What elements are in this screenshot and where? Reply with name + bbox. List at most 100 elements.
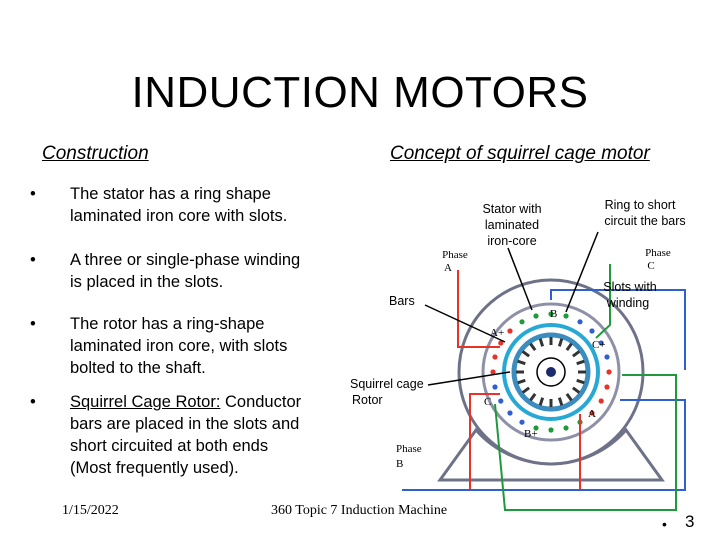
- stator-slots: [490, 311, 612, 433]
- bullet-line: short circuited at both ends: [70, 437, 269, 455]
- phase-a-wire: [457, 270, 500, 348]
- stator-slot: [548, 427, 554, 433]
- stator-slot: [606, 369, 612, 375]
- bullet-line: The rotor has a ring-shape: [70, 315, 265, 333]
- bullet-line: laminated iron core, with slots: [70, 337, 288, 355]
- rotor-bar: [565, 342, 573, 352]
- terminal-c-label: C: [484, 396, 491, 408]
- rotor-core: [511, 332, 591, 412]
- stator-slot: [498, 340, 504, 346]
- rotor-bar: [571, 350, 581, 358]
- bullet-line: A three or single-phase winding: [70, 251, 301, 269]
- stator-slot: [598, 340, 604, 346]
- shaft-center: [546, 367, 556, 377]
- footer-title: 360 Topic 7 Induction Machine: [271, 503, 448, 518]
- bullet-line: The stator has a ring shape: [70, 185, 271, 203]
- rotor-bar: [557, 397, 564, 406]
- rotor-bar: [538, 397, 545, 406]
- rotor-bar: [571, 386, 581, 394]
- rotor-bar: [521, 386, 531, 394]
- stator-slot: [507, 328, 513, 334]
- bullet-line: Conductor: [220, 393, 302, 411]
- stator-slot: [563, 425, 569, 431]
- terminal-a-label: A: [588, 408, 596, 420]
- terminal-c-plus-label: C+: [592, 339, 606, 351]
- bullet-line: bars are placed in the slots and: [70, 415, 300, 433]
- stator-slot: [589, 410, 595, 416]
- stator-slot: [519, 419, 525, 425]
- bullet-rotor: • The rotor has a ring-shape laminated i…: [30, 313, 288, 379]
- phase-c-return-wire: [494, 374, 677, 511]
- stator-slot: [589, 328, 595, 334]
- construction-heading: Construction: [42, 143, 149, 164]
- bars-pointer: [424, 304, 506, 343]
- short-circuit-ring: [502, 323, 600, 421]
- bullet-marker: •: [30, 315, 36, 333]
- stator-slot: [533, 425, 539, 431]
- stator-slot: [598, 398, 604, 404]
- rotor-bar: [576, 378, 585, 385]
- stator-slot: [498, 398, 504, 404]
- bullet-line: (Most frequently used).: [70, 459, 239, 477]
- rotor-bar: [549, 399, 553, 407]
- rotor-bar: [565, 392, 573, 402]
- rotor-pointer: [427, 371, 511, 386]
- stator-slot: [490, 369, 496, 375]
- stator-pointer: [507, 247, 533, 311]
- stator-core-ring: [481, 302, 621, 442]
- stator-slot: [507, 410, 513, 416]
- phase-b-upper-wire: [550, 289, 686, 370]
- rotor-bar: [521, 350, 531, 358]
- stator-slot: [492, 354, 498, 360]
- terminal-b-plus-label: B+: [524, 428, 538, 440]
- stator-slot: [577, 319, 583, 325]
- bullet-stator: • The stator has a ring shape laminated …: [30, 183, 288, 227]
- terminal-b-label: B: [550, 308, 557, 320]
- bullet-winding: • A three or single-phase winding is pla…: [30, 249, 301, 293]
- rotor-bar: [517, 359, 526, 366]
- squirrel-cage-term: Squirrel Cage Rotor:: [70, 393, 221, 411]
- stator-slot: [519, 319, 525, 325]
- stator-slot: [533, 313, 539, 319]
- stator-slot: [604, 354, 610, 360]
- rotor-bar: [549, 337, 553, 345]
- ring-pointer: [565, 231, 599, 313]
- bullet-line: is placed in the slots.: [70, 273, 224, 291]
- stator-slot: [604, 384, 610, 390]
- bullet-line: laminated iron core with slots.: [70, 207, 288, 225]
- bullet-marker: •: [30, 393, 36, 411]
- rotor-bar: [557, 338, 564, 347]
- stator-slot: [492, 384, 498, 390]
- rotor-bar: [529, 392, 537, 402]
- squirrel-cage-heading: Concept of squirrel cage motor: [390, 143, 650, 164]
- page-title: INDUCTION MOTORS: [131, 68, 589, 117]
- bullet-marker: •: [30, 251, 36, 269]
- stator-slot: [563, 313, 569, 319]
- rotor-bar: [517, 378, 526, 385]
- rotor-bar: [529, 342, 537, 352]
- bullet-marker: •: [30, 185, 36, 203]
- bars-label: Bars: [389, 294, 415, 308]
- footer-bullet: •: [662, 516, 667, 532]
- terminal-a-plus-label: A+: [490, 327, 504, 339]
- phase-b-wire: [402, 399, 686, 491]
- rotor-bar: [538, 338, 545, 347]
- rotor-bars: [516, 337, 586, 407]
- bullet-squirrel-cage: • Squirrel Cage Rotor: Conductor bars ar…: [30, 391, 302, 479]
- phase-c-wire: [595, 264, 611, 339]
- rotor-bar: [576, 359, 585, 366]
- rotor-bar: [578, 370, 586, 374]
- page-number: 3: [685, 512, 695, 531]
- bullet-line: bolted to the shaft.: [70, 359, 206, 377]
- rotor-bar: [516, 370, 524, 374]
- footer-date: 1/15/2022: [62, 503, 119, 518]
- stator-slot: [548, 311, 554, 317]
